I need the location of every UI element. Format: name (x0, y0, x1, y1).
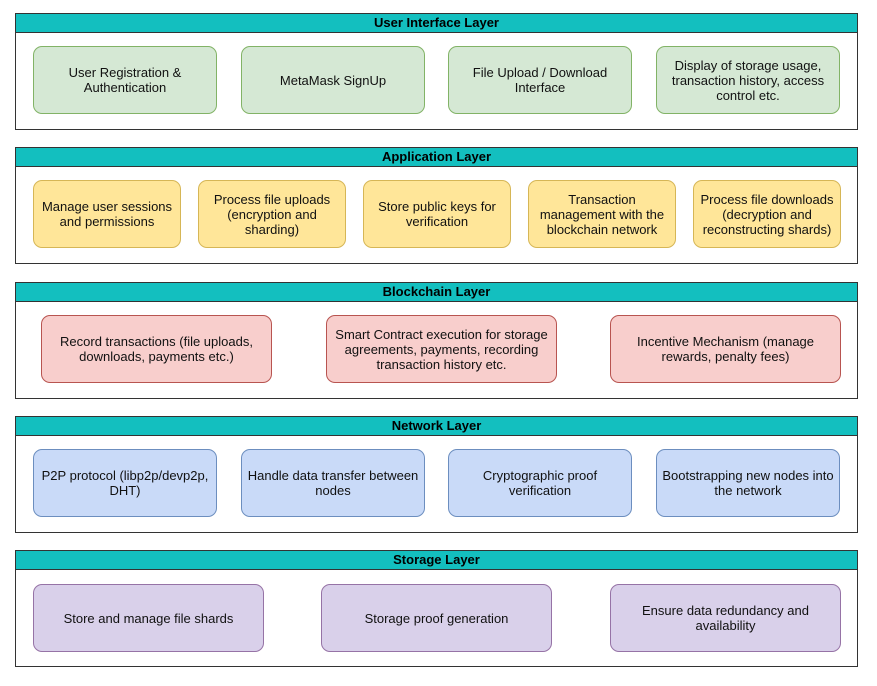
net-box-bootstrapping: Bootstrapping new nodes into the network (656, 449, 840, 517)
app-box-public-keys: Store public keys for verification (363, 180, 511, 248)
storage-box-shards: Store and manage file shards (33, 584, 264, 652)
layer-title: Storage Layer (16, 551, 857, 570)
bc-box-incentive: Incentive Mechanism (manage rewards, pen… (610, 315, 841, 383)
net-box-data-transfer: Handle data transfer between nodes (241, 449, 425, 517)
layer-title: Network Layer (16, 417, 857, 436)
storage-box-redundancy: Ensure data redundancy and availability (610, 584, 841, 652)
app-box-sessions: Manage user sessions and permissions (33, 180, 181, 248)
net-box-crypto-proof: Cryptographic proof verification (448, 449, 632, 517)
storage-box-proof: Storage proof generation (321, 584, 552, 652)
ui-box-file-interface: File Upload / Download Interface (448, 46, 632, 114)
bc-box-smart-contract: Smart Contract execution for storage agr… (326, 315, 557, 383)
layer-title: Application Layer (16, 148, 857, 167)
bc-box-record: Record transactions (file uploads, downl… (41, 315, 272, 383)
app-box-uploads: Process file uploads (encryption and sha… (198, 180, 346, 248)
app-box-transactions: Transaction management with the blockcha… (528, 180, 676, 248)
app-box-downloads: Process file downloads (decryption and r… (693, 180, 841, 248)
net-box-p2p: P2P protocol (libp2p/devp2p, DHT) (33, 449, 217, 517)
ui-box-display: Display of storage usage, transaction hi… (656, 46, 840, 114)
ui-box-registration: User Registration & Authentication (33, 46, 217, 114)
layer-title: User Interface Layer (16, 14, 857, 33)
ui-box-metamask: MetaMask SignUp (241, 46, 425, 114)
layer-title: Blockchain Layer (16, 283, 857, 302)
